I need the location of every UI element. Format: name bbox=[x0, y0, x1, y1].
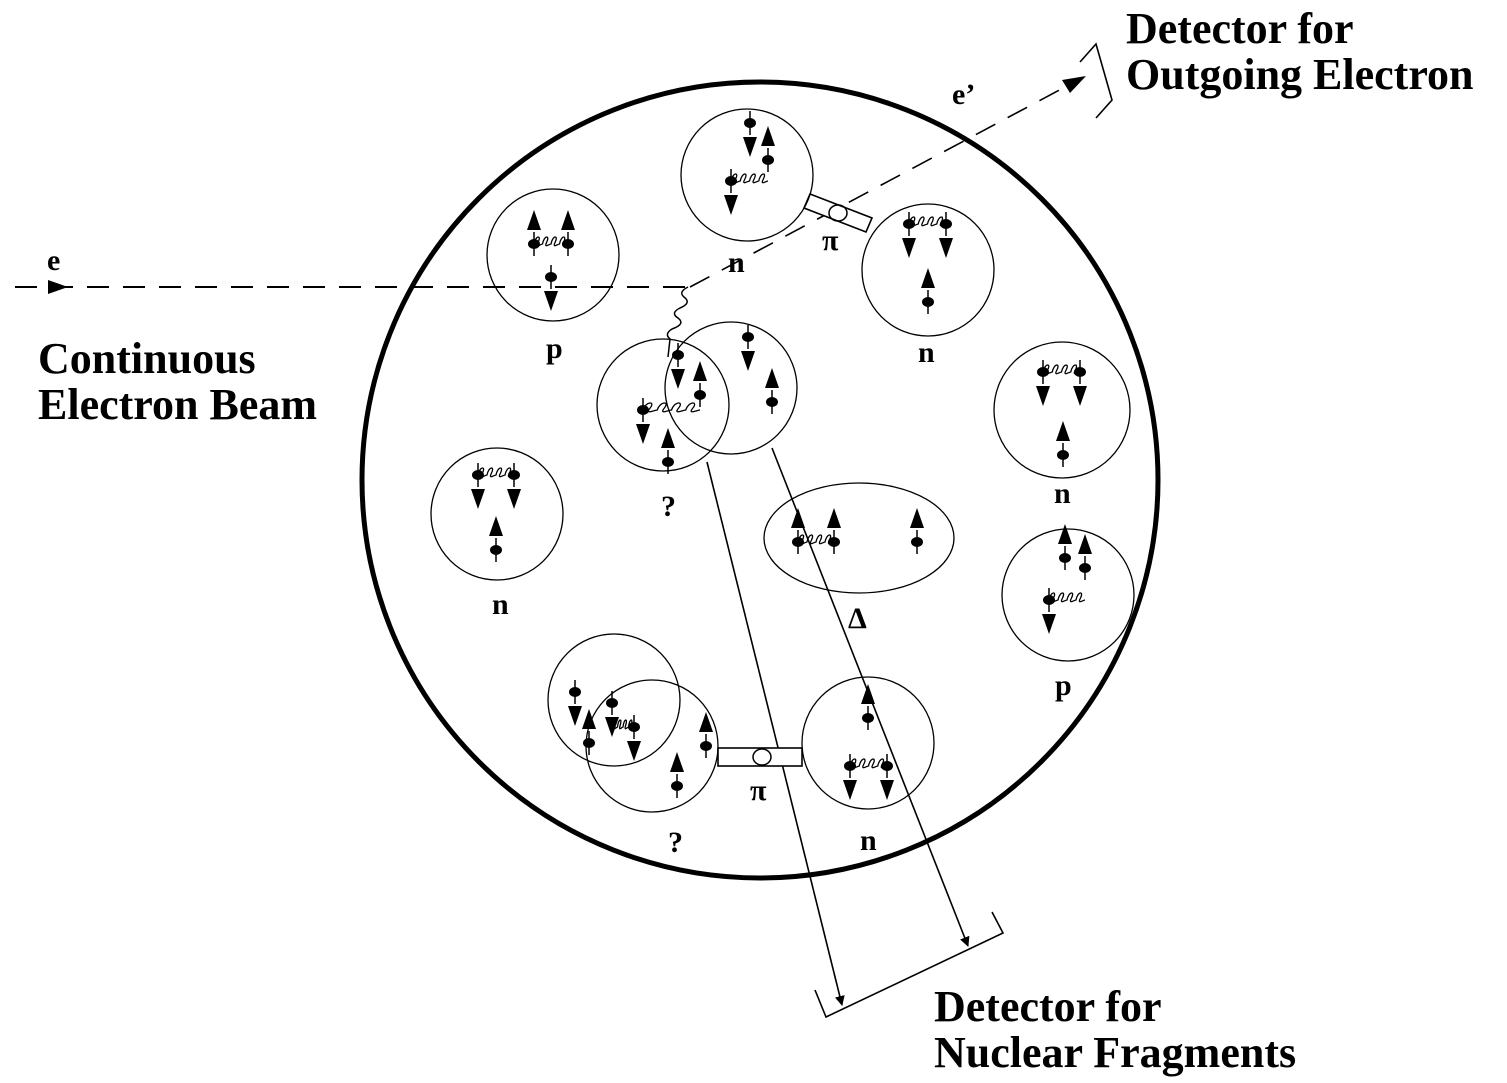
quark-marker bbox=[939, 212, 953, 258]
bag-left-neutron bbox=[430, 447, 564, 581]
electron-source-line1: Continuous bbox=[38, 334, 256, 383]
label-right-neutron: n bbox=[1054, 477, 1071, 510]
quark-marker bbox=[741, 325, 755, 371]
incoming-electron-label: e bbox=[47, 244, 60, 277]
virtual-photon bbox=[666, 286, 689, 358]
quark-marker bbox=[1073, 360, 1087, 406]
fragment-detector-label: Detector for Nuclear Fragments bbox=[934, 984, 1296, 1076]
gluon-coil bbox=[730, 173, 769, 184]
quark-marker bbox=[670, 752, 684, 798]
quark-marker bbox=[827, 508, 841, 554]
quark-marker bbox=[507, 463, 521, 509]
quark-markers bbox=[471, 111, 1092, 800]
label-bottom-neutron: n bbox=[860, 824, 877, 857]
label-bottom-unknown: ? bbox=[668, 826, 683, 859]
gluon-coil bbox=[908, 216, 947, 227]
quark-marker bbox=[568, 680, 582, 726]
incoming-electron-beam bbox=[15, 280, 690, 294]
fragment-detector-line2: Nuclear Fragments bbox=[934, 1028, 1297, 1077]
quark-marker bbox=[861, 684, 875, 730]
quark-marker bbox=[544, 265, 558, 311]
quark-marker bbox=[582, 709, 596, 755]
label-bottom-pion: π bbox=[750, 774, 767, 807]
bag-right-neutron bbox=[993, 341, 1131, 479]
gluon-coil bbox=[1048, 592, 1086, 603]
quark-marker bbox=[671, 343, 685, 389]
gluon-coil bbox=[642, 402, 701, 413]
quark-marker bbox=[910, 508, 924, 554]
gluon-coil bbox=[797, 534, 835, 545]
electron-detector-line1: Detector for bbox=[1126, 4, 1354, 53]
quark-marker bbox=[1058, 524, 1072, 570]
quark-marker bbox=[527, 210, 541, 256]
bag-upper-right-neutron bbox=[861, 203, 995, 337]
quark-marker bbox=[843, 754, 857, 800]
pion-tube-bottom bbox=[717, 747, 803, 767]
bag-bottom-unknown-b bbox=[585, 679, 719, 813]
bag-center-unknown-b bbox=[664, 321, 798, 455]
quark-marker bbox=[699, 712, 713, 758]
bag-top-neutron bbox=[680, 108, 814, 242]
electron-detector-label: Detector for Outgoing Electron bbox=[1126, 6, 1474, 98]
outgoing-electron bbox=[689, 76, 1086, 288]
quark-marker bbox=[471, 463, 485, 509]
bag-bottom-neutron bbox=[801, 676, 935, 810]
gluon-coil bbox=[533, 236, 569, 247]
electron-detector-bracket bbox=[1079, 42, 1113, 119]
quark-marker bbox=[921, 268, 935, 314]
gluon-coil bbox=[611, 719, 635, 730]
label-right-proton: p bbox=[1055, 669, 1072, 702]
quark-marker bbox=[1042, 588, 1056, 634]
quark-marker bbox=[765, 368, 779, 414]
quark-marker bbox=[743, 111, 757, 157]
gluon-coil bbox=[1042, 364, 1081, 375]
electron-source-line2: Electron Beam bbox=[38, 380, 318, 429]
electron-source-label: Continuous Electron Beam bbox=[38, 336, 317, 428]
quark-marker bbox=[489, 516, 503, 562]
label-upper-right-neutron: n bbox=[918, 336, 935, 369]
bag-right-proton bbox=[1001, 528, 1135, 662]
quark-marker bbox=[761, 126, 775, 172]
gluon-coils bbox=[477, 173, 1086, 769]
bag-center-unknown-a bbox=[596, 338, 730, 472]
quark-marker bbox=[791, 508, 805, 554]
quark-marker bbox=[661, 428, 675, 474]
electron-detector-line2: Outgoing Electron bbox=[1126, 50, 1474, 99]
label-delta: Δ bbox=[848, 602, 867, 635]
label-left-neutron: n bbox=[492, 588, 509, 621]
fragment-detector-line1: Detector for bbox=[934, 982, 1162, 1031]
nucleon-bags bbox=[430, 108, 1135, 813]
nucleus-boundary bbox=[359, 79, 1161, 881]
pion-tube-top bbox=[802, 192, 874, 234]
gluon-coil bbox=[849, 758, 888, 769]
label-center-unknown: ? bbox=[661, 490, 676, 523]
quark-marker bbox=[880, 754, 894, 800]
fragment-trajectories bbox=[706, 447, 970, 1006]
label-upper-left-proton: p bbox=[546, 332, 563, 365]
label-top-neutron: n bbox=[728, 246, 745, 279]
fragment-detector-bracket bbox=[814, 911, 1005, 1019]
bag-bottom-unknown-a bbox=[547, 633, 681, 767]
quark-marker bbox=[1036, 360, 1050, 406]
quark-marker bbox=[693, 361, 707, 407]
quark-marker bbox=[561, 210, 575, 256]
bag-upper-left-proton bbox=[486, 188, 620, 322]
label-top-pion: π bbox=[822, 224, 839, 257]
quark-marker bbox=[1078, 534, 1092, 580]
quark-marker bbox=[724, 169, 738, 215]
quark-marker bbox=[1056, 421, 1070, 467]
outgoing-electron-label: e’ bbox=[952, 78, 975, 111]
quark-marker bbox=[902, 212, 916, 258]
bag-delta bbox=[763, 482, 955, 594]
gluon-coil bbox=[477, 467, 515, 478]
quark-marker bbox=[636, 398, 650, 444]
